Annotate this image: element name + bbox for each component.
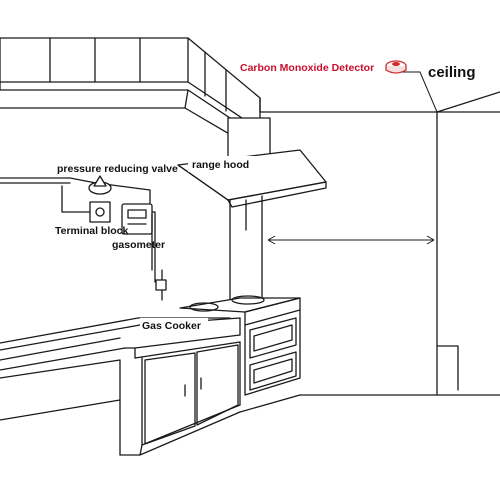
gasometer-label: gasometer (112, 239, 165, 251)
gas-cooker-label: Gas Cooker (142, 320, 201, 332)
detector-leaders (400, 71, 438, 113)
ceiling-label: ceiling (428, 64, 476, 81)
gasometer (121, 203, 153, 271)
terminal-block-label: Terminal block (55, 225, 128, 237)
pressure-valve-label: pressure reducing valve (57, 163, 178, 175)
range-hood-label: range hood (192, 159, 249, 171)
pressure-valve (88, 175, 112, 195)
room-walls (259, 91, 500, 396)
range-hood-label-box: range hood (188, 156, 266, 172)
upper-cabinets (0, 37, 261, 153)
counter-and-cabinets (0, 317, 301, 456)
co-detector-label: Carbon Monoxide Detector (240, 62, 374, 74)
terminal-block (89, 201, 111, 223)
gas-cooker (179, 295, 301, 396)
gas-cooker-label-box: Gas Cooker (140, 318, 208, 332)
smoke-detector-icon (385, 60, 407, 74)
range-hood (177, 117, 327, 301)
